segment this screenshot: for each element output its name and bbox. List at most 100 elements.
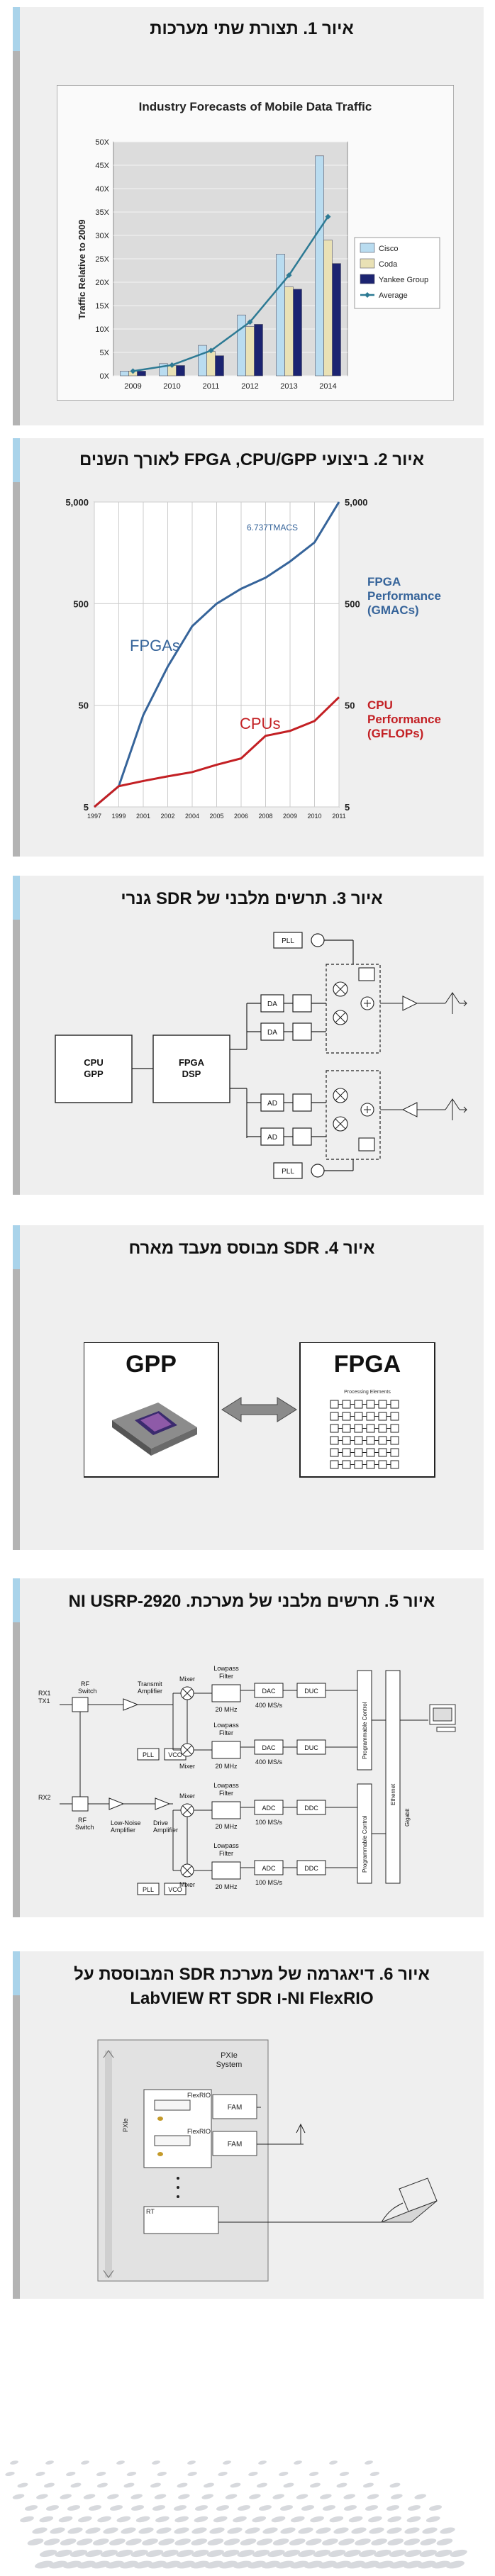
chart1-bar [215, 355, 224, 377]
footer-dot [17, 2482, 28, 2488]
footer-dot [27, 2538, 44, 2546]
footer-dot [365, 2460, 373, 2465]
chart2-right-fpga-1: FPGA [367, 575, 401, 589]
chart1-ylabel: Traffic Relative to 2009 [77, 220, 87, 320]
chart2-annotation: 6.737TMACS [247, 523, 298, 533]
pll-top [273, 932, 303, 949]
footer-dot [436, 2538, 453, 2546]
chart2-xtick: 2009 [283, 813, 297, 820]
footer-dot [204, 2482, 214, 2488]
chart2-ytick-right: 50 [345, 701, 355, 711]
lna-label-1: Low-Noise [111, 1819, 141, 1827]
chart2-right-cpu-3: (GFLOPs) [367, 727, 423, 740]
fam-1: FAM [228, 2104, 243, 2112]
chart1-ytick: 35X [95, 208, 109, 217]
chart1-legend-swatch [360, 242, 375, 253]
footer-dot [43, 2538, 60, 2546]
fpga-label: FPGA [334, 1351, 401, 1378]
footer-dot [76, 2538, 93, 2546]
chart1-bar [332, 263, 341, 377]
footer-dot [240, 2538, 257, 2546]
footer-dot [328, 2549, 346, 2558]
fpga-cell [378, 1436, 387, 1445]
chart1-xtick: 2014 [319, 382, 336, 391]
footer-dot [134, 2560, 152, 2569]
fpga-cell [390, 1400, 399, 1409]
footer-dot [271, 2516, 286, 2523]
footer-dot [389, 2549, 407, 2558]
footer-dot [262, 2527, 278, 2534]
footer-dot [177, 2482, 188, 2488]
chart1-ytick: 0X [100, 372, 110, 381]
footer-dot [191, 2538, 208, 2546]
figure-1-chart: Industry Forecasts of Mobile Data Traffi… [57, 85, 454, 401]
footer-dot [407, 2505, 421, 2511]
footer-dot [121, 2527, 136, 2534]
footer-dot [12, 2494, 25, 2499]
footer-dot [301, 2505, 315, 2511]
osc-bottom [311, 1164, 325, 1178]
footer-dot [174, 2538, 191, 2546]
footer-dot [298, 2527, 313, 2534]
footer-dot [216, 2505, 230, 2511]
fpga-cell [354, 1412, 363, 1421]
footer-dot [35, 2471, 45, 2477]
chart1-bar [276, 254, 285, 377]
pll-bottom-label: PLL [282, 1168, 294, 1176]
footer-dot [24, 2505, 38, 2511]
footer-dot [404, 2538, 421, 2546]
duc-1: DUC [304, 1688, 318, 1695]
footer-dot [88, 2505, 102, 2511]
footer-dot [434, 2549, 452, 2558]
footer-dot [313, 2549, 330, 2558]
fpga-cell [390, 1436, 399, 1445]
footer-dot [66, 2471, 76, 2477]
chart1-bar [315, 155, 324, 377]
footer-dot [267, 2549, 285, 2558]
chart1-bar [198, 345, 207, 377]
footer-dot [152, 2505, 166, 2511]
footer-dot [109, 2505, 123, 2511]
fpga-cell [330, 1460, 339, 1469]
fpga-caption: Processing Elements [344, 1390, 391, 1395]
footer-dot [126, 2471, 137, 2477]
fpga-cell [354, 1460, 363, 1469]
footer-dot [375, 2560, 394, 2569]
pll-2: PLL [143, 1886, 154, 1893]
fpga-cell [342, 1436, 351, 1445]
msps-1: 400 MS/s [255, 1702, 283, 1709]
footer-dot [116, 2516, 131, 2523]
chart2-fpga-label: FPGAs [130, 637, 180, 654]
fpga-dsp-box [152, 1035, 230, 1103]
drive-label-1: Drive [153, 1819, 168, 1827]
ad-1 [260, 1093, 284, 1112]
filter-2: Filter [219, 1729, 233, 1736]
chart2-ytick-left: 5,000 [65, 497, 89, 508]
card-tab [13, 1951, 20, 1995]
fpga-cell [342, 1400, 351, 1409]
footer-dot [348, 2516, 363, 2523]
vco-1: VCO [168, 1751, 182, 1758]
footer-dot [83, 2494, 96, 2499]
footer-dot [258, 2505, 272, 2511]
footer-dot [248, 2560, 266, 2569]
footer-dot [103, 2527, 118, 2534]
laptop-icon [381, 2178, 438, 2223]
footer-dot [191, 2560, 209, 2569]
footer-dot [221, 2549, 240, 2558]
tx1-label: TX1 [38, 1697, 50, 1705]
fpga-cell [378, 1424, 387, 1433]
footer-dot [316, 2527, 331, 2534]
chart1-legend-label: Yankee Group [379, 276, 428, 284]
footer-dot [161, 2549, 179, 2558]
footer-dot [174, 2516, 189, 2523]
footer-dot [272, 2494, 284, 2499]
footer-dot [386, 2527, 402, 2534]
chart2-right-cpu-1: CPU [367, 698, 393, 712]
footer-dot [322, 2505, 336, 2511]
figure-5-card: איור 5. תרשים מלבני של מערכת. NI USRP-29… [13, 1578, 484, 1917]
mixer-4: Mixer [179, 1881, 195, 1888]
fpga-cell [390, 1412, 399, 1421]
footer-dot [55, 2549, 72, 2558]
pll-1: PLL [143, 1751, 154, 1758]
